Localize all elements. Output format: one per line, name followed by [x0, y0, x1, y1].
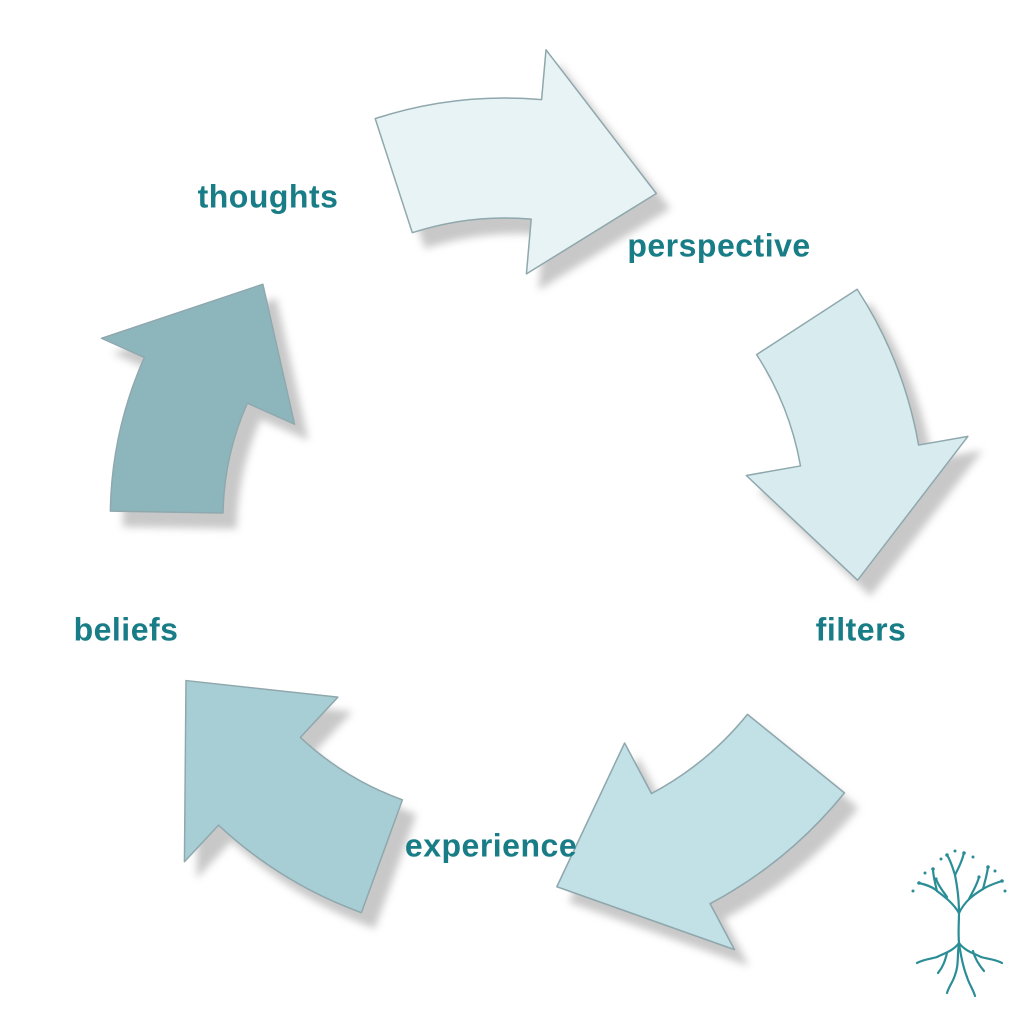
- node-label-thoughts: thoughts: [197, 178, 339, 215]
- arrow-perspective-to-filters: [706, 270, 998, 602]
- arrow-shape: [96, 616, 458, 968]
- tree-logo-icon: [911, 849, 1007, 998]
- tree-branches: [915, 851, 1004, 998]
- arrow-beliefs-to-thoughts: [48, 239, 336, 560]
- node-label-beliefs: beliefs: [73, 611, 179, 648]
- arrow-shape: [48, 239, 336, 560]
- arrow-shape: [706, 270, 998, 602]
- arrow-shape: [374, 49, 658, 275]
- node-label-experience: experience: [404, 827, 578, 864]
- arrow-thoughts-to-perspective: [374, 49, 658, 275]
- tree-leaves: [911, 849, 1007, 893]
- arrow-experience-to-beliefs: [96, 616, 458, 968]
- node-label-perspective: perspective: [627, 227, 811, 264]
- node-label-filters: filters: [815, 611, 907, 648]
